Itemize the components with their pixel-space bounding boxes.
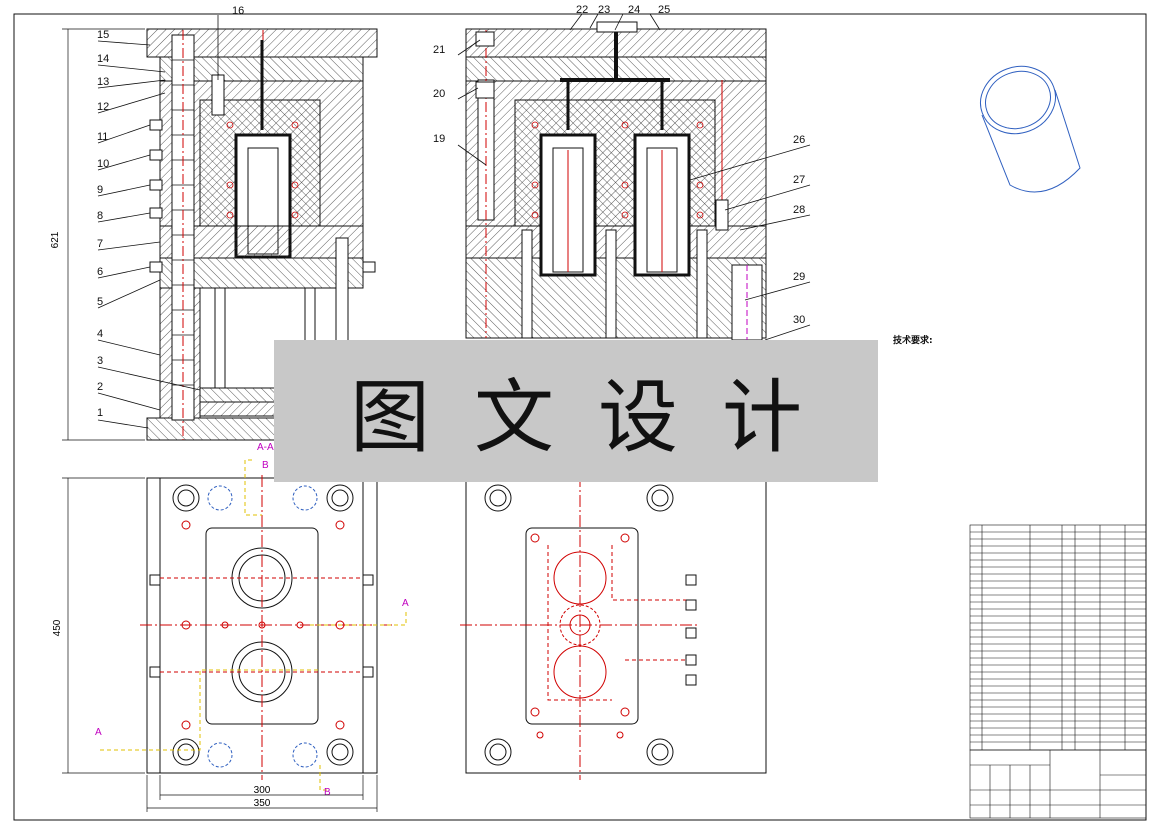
section-mark-b-top: B xyxy=(262,460,269,471)
plan-dimensions xyxy=(62,477,378,812)
part-label-16: 16 xyxy=(232,5,244,17)
part-label-20: 20 xyxy=(433,88,445,100)
right-section-view xyxy=(465,21,767,341)
left-section-view xyxy=(146,28,378,441)
part-label-26: 26 xyxy=(793,134,805,146)
section-marks: A-A B A A B xyxy=(95,442,409,798)
part-label-7: 7 xyxy=(97,238,103,250)
watermark-text: 图文设计 xyxy=(350,371,846,464)
part-label-11: 11 xyxy=(97,131,108,143)
part-label-13: 13 xyxy=(97,76,109,88)
section-mark-a-left: A xyxy=(95,727,102,738)
part-label-9: 9 xyxy=(97,184,103,196)
bom-row-lines xyxy=(970,531,1146,743)
part-label-24: 24 xyxy=(628,4,640,16)
part-label-28: 28 xyxy=(793,204,805,216)
section-mark-b-bottom: B xyxy=(324,787,331,798)
part-labels: 1 2 3 4 5 6 7 8 9 10 11 12 13 14 15 16 1… xyxy=(97,4,805,419)
section-mark-aa: A-A xyxy=(257,442,274,453)
technical-requirements-title: 技术要求: xyxy=(893,336,933,346)
part-label-2: 2 xyxy=(97,381,103,393)
part-label-30: 30 xyxy=(793,314,805,326)
dimension-height xyxy=(62,28,145,441)
part-label-21: 21 xyxy=(433,44,445,56)
watermark-banner: 图文设计 xyxy=(274,340,878,482)
part-label-19: 19 xyxy=(433,133,445,145)
part-isometric-sketch xyxy=(980,65,1081,193)
part-label-4: 4 xyxy=(97,328,103,340)
part-label-10: 10 xyxy=(97,158,109,170)
part-label-23: 23 xyxy=(598,4,610,16)
dimension-height-label: 621 xyxy=(50,231,61,248)
part-label-1: 1 xyxy=(97,407,103,419)
part-label-5: 5 xyxy=(97,296,103,308)
part-label-27: 27 xyxy=(793,174,805,186)
part-label-8: 8 xyxy=(97,210,103,222)
lower-left-plan-view xyxy=(100,459,407,791)
part-label-14: 14 xyxy=(97,53,109,65)
dimension-width-outer: 350 xyxy=(254,798,271,809)
dimension-width-bottom: 450 xyxy=(52,619,63,636)
part-label-15: 15 xyxy=(97,29,109,41)
part-label-3: 3 xyxy=(97,355,103,367)
part-label-12: 12 xyxy=(97,101,109,113)
leader-lines xyxy=(97,13,811,429)
part-label-29: 29 xyxy=(793,271,805,283)
dimension-width-inner: 300 xyxy=(254,785,271,796)
section-mark-a-right: A xyxy=(402,598,409,609)
part-label-6: 6 xyxy=(97,266,103,278)
part-label-25: 25 xyxy=(658,4,670,16)
part-label-22: 22 xyxy=(576,4,588,16)
bill-of-materials-table xyxy=(969,524,1147,819)
drawing-frame xyxy=(13,13,1147,821)
lower-right-plan-view xyxy=(460,475,767,780)
